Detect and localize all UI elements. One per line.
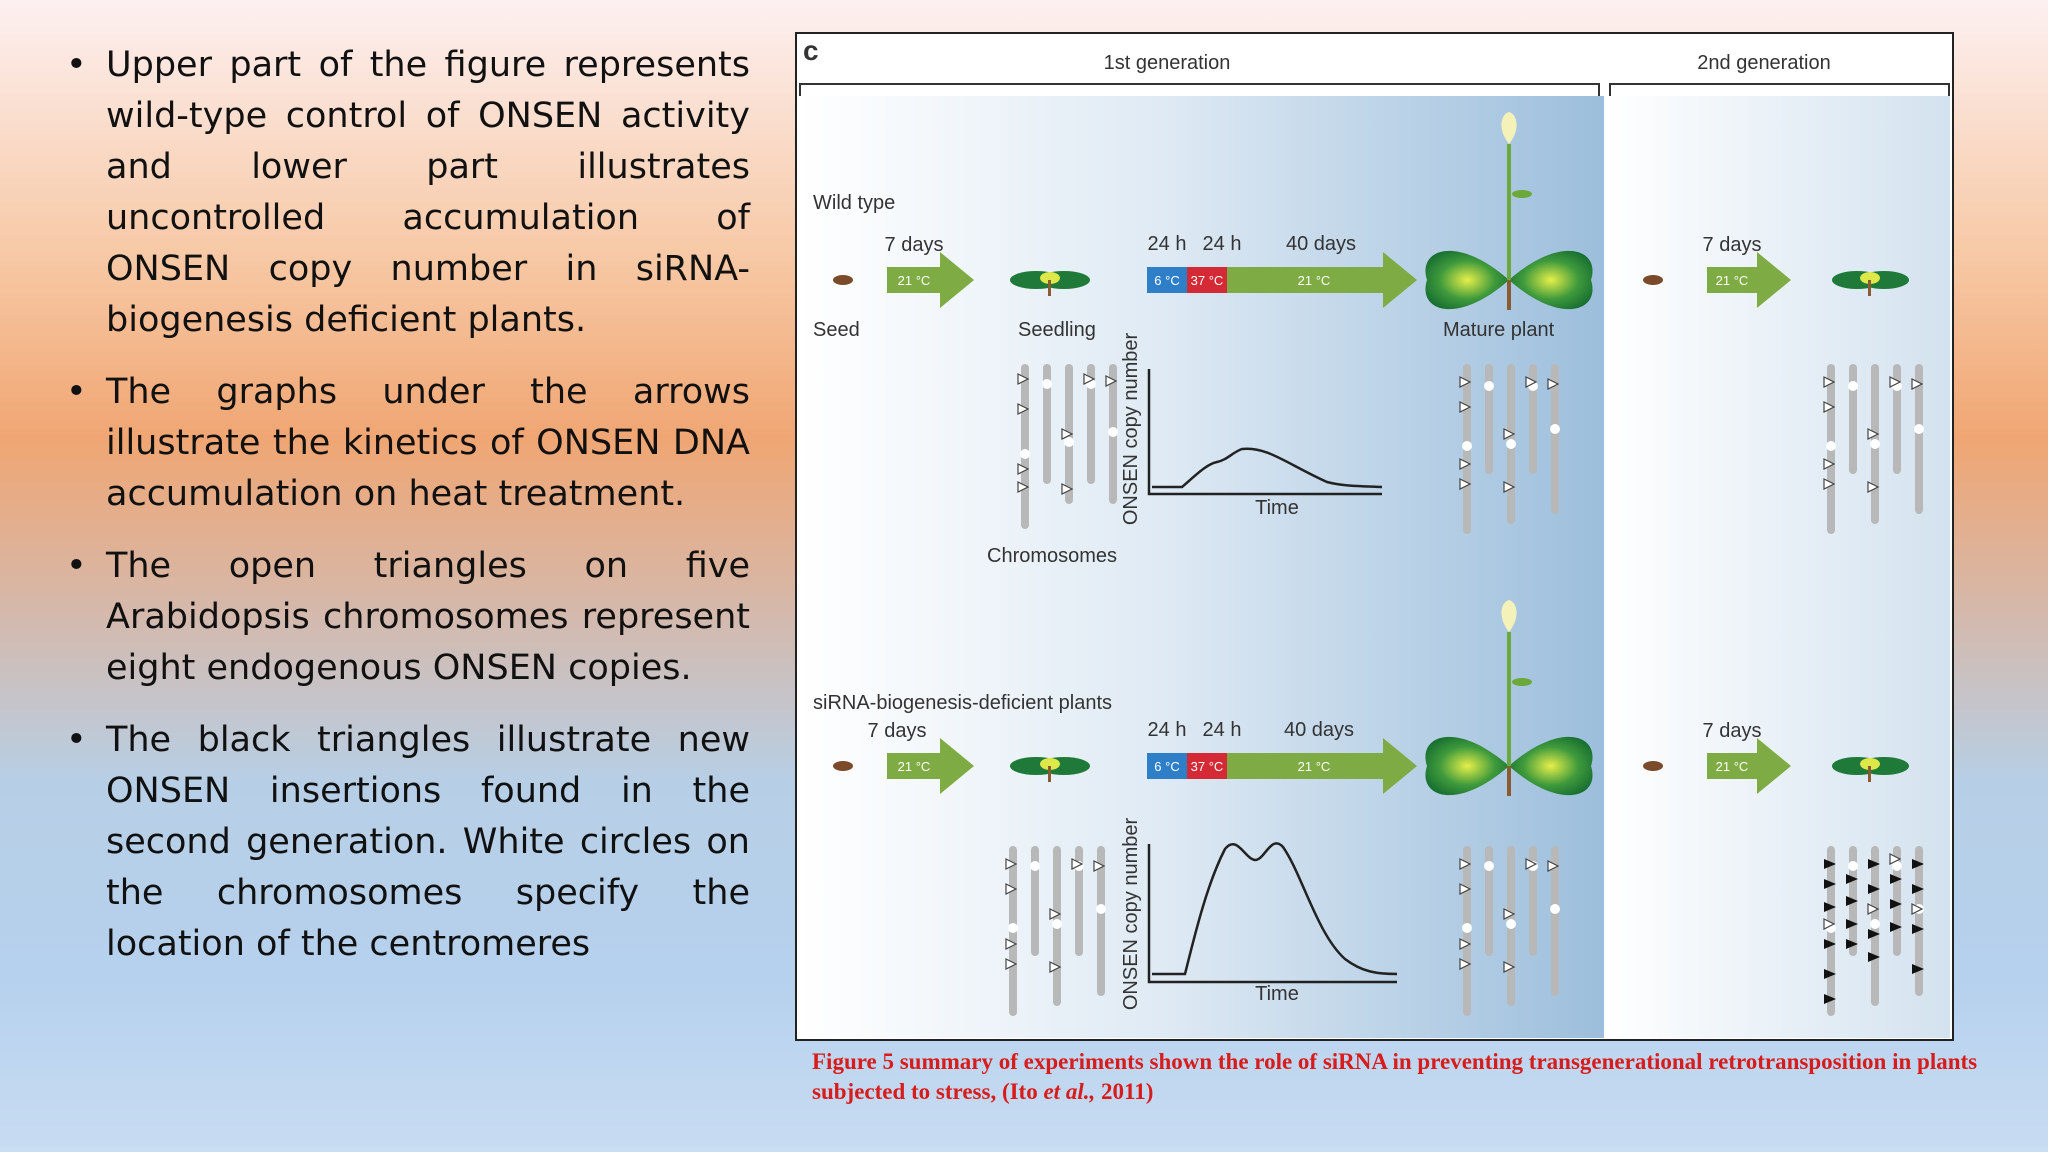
arrow-temp-label: 21 °C xyxy=(1298,273,1331,288)
seed-label: Seed xyxy=(813,319,860,341)
generation1-bracket xyxy=(799,83,1600,96)
caption-et-al: et al., xyxy=(1043,1079,1096,1104)
seven-day-arrow xyxy=(887,252,974,308)
onsen-copy-triangles xyxy=(1459,376,1560,493)
seed-icon xyxy=(1643,275,1663,285)
seedling-icon xyxy=(1010,757,1090,782)
mature-plant-label: Mature plant xyxy=(1443,319,1555,341)
x-axis-label: Time xyxy=(1255,497,1299,519)
generation2-bracket xyxy=(1609,83,1950,96)
bullet-dot: • xyxy=(66,372,87,412)
bullet-dot: • xyxy=(66,546,87,586)
onsen-copy-triangles xyxy=(1017,373,1118,495)
forty-days-label: 40 days xyxy=(1286,233,1356,255)
heat-duration-label: 24 h xyxy=(1203,233,1242,255)
caption-text: Figure 5 summary of experiments shown th… xyxy=(812,1049,1978,1104)
seedling-label: Seedling xyxy=(1018,319,1096,341)
arrow-temp-label: 21 °C xyxy=(898,273,931,288)
sirna-deficient-row: siRNA-biogenesis-deficient plants 7 days… xyxy=(813,600,1924,1016)
seed-icon xyxy=(833,275,853,285)
onsen-figure: c 1st generation 2nd generation Wild typ… xyxy=(795,32,1954,1041)
bullet-text: The black triangles illustrate new ONSEN… xyxy=(106,720,750,964)
seven-days-label: 7 days xyxy=(1703,720,1762,742)
seven-days-label: 7 days xyxy=(1703,234,1762,256)
seed-icon xyxy=(1643,761,1663,771)
bullet-text: The graphs under the arrows illustrate t… xyxy=(106,372,750,514)
cold-duration-label: 24 h xyxy=(1148,233,1187,255)
mature-plant-icon xyxy=(1425,600,1593,796)
seedling-icon xyxy=(1010,271,1090,296)
seedling-icon xyxy=(1832,271,1909,296)
bullet-list: • Upper part of the figure represents wil… xyxy=(62,40,750,991)
arrow-temp-label: 21 °C xyxy=(1298,759,1331,774)
seven-days-label: 7 days xyxy=(885,234,944,256)
figure-diagram: c 1st generation 2nd generation Wild typ… xyxy=(799,35,1950,1038)
y-axis-label: ONSEN copy number xyxy=(1120,333,1142,526)
hot-temp-label: 37 °C xyxy=(1191,759,1224,774)
cold-temp-label: 6 °C xyxy=(1154,273,1179,288)
arrow-temp-label: 21 °C xyxy=(1716,273,1749,288)
heat-treatment-arrow: 6 °C 37 °C 21 °C xyxy=(1147,738,1417,794)
figure-caption: Figure 5 summary of experiments shown th… xyxy=(812,1047,1992,1107)
wild-type-label: Wild type xyxy=(813,192,895,214)
arrow-temp-label: 21 °C xyxy=(898,759,931,774)
seven-day-arrow xyxy=(1707,738,1791,794)
sirna-deficient-label: siRNA-biogenesis-deficient plants xyxy=(813,692,1112,714)
seven-days-label: 7 days xyxy=(868,720,927,742)
cold-duration-label: 24 h xyxy=(1148,719,1187,741)
wild-type-row: Wild type Seed Seedling Mature plant Chr… xyxy=(813,112,1924,567)
arrow-temp-label: 21 °C xyxy=(1716,759,1749,774)
bullet-item: • The black triangles illustrate new ONSE… xyxy=(62,715,750,970)
hot-temp-label: 37 °C xyxy=(1191,273,1224,288)
generation1-label: 1st generation xyxy=(1104,52,1231,74)
heat-treatment-arrow: 6 °C 37 °C 21 °C xyxy=(1147,252,1417,308)
copy-number-graph-wild-type: ONSEN copy number Time xyxy=(1120,333,1383,526)
heat-duration-label: 24 h xyxy=(1203,719,1242,741)
y-axis-label: ONSEN copy number xyxy=(1120,818,1142,1011)
seed-icon xyxy=(833,761,853,771)
bullet-dot: • xyxy=(66,720,87,760)
onsen-copy-triangles xyxy=(1823,376,1924,493)
seven-day-arrow xyxy=(887,738,974,794)
onsen-copy-triangles xyxy=(1823,853,1924,930)
onsen-copy-triangles xyxy=(1005,858,1106,973)
bullet-dot: • xyxy=(66,45,87,85)
panel-letter: c xyxy=(803,35,819,66)
new-insertion-triangles xyxy=(1824,859,1924,1004)
bullet-item: • Upper part of the figure represents wil… xyxy=(62,40,750,346)
x-axis-label: Time xyxy=(1255,983,1299,1005)
seven-day-arrow xyxy=(1707,252,1791,308)
bullet-text: The open triangles on five Arabidopsis c… xyxy=(106,546,750,688)
generation2-label: 2nd generation xyxy=(1697,52,1830,74)
bullet-item: • The open triangles on five Arabidopsis … xyxy=(62,541,750,694)
forty-days-label: 40 days xyxy=(1284,719,1354,741)
bullet-text: Upper part of the figure represents wild… xyxy=(106,45,750,340)
bullet-item: • The graphs under the arrows illustrate … xyxy=(62,367,750,520)
cold-temp-label: 6 °C xyxy=(1154,759,1179,774)
copy-number-graph-sirna: ONSEN copy number Time xyxy=(1120,818,1398,1011)
chromosomes-label: Chromosomes xyxy=(987,545,1117,567)
onsen-copy-triangles xyxy=(1459,858,1560,973)
centromere-marks xyxy=(1462,381,1560,451)
caption-year: 2011) xyxy=(1095,1079,1154,1104)
mature-plant-icon xyxy=(1425,112,1593,310)
centromere-marks xyxy=(1826,381,1924,451)
seedling-icon xyxy=(1832,757,1909,782)
